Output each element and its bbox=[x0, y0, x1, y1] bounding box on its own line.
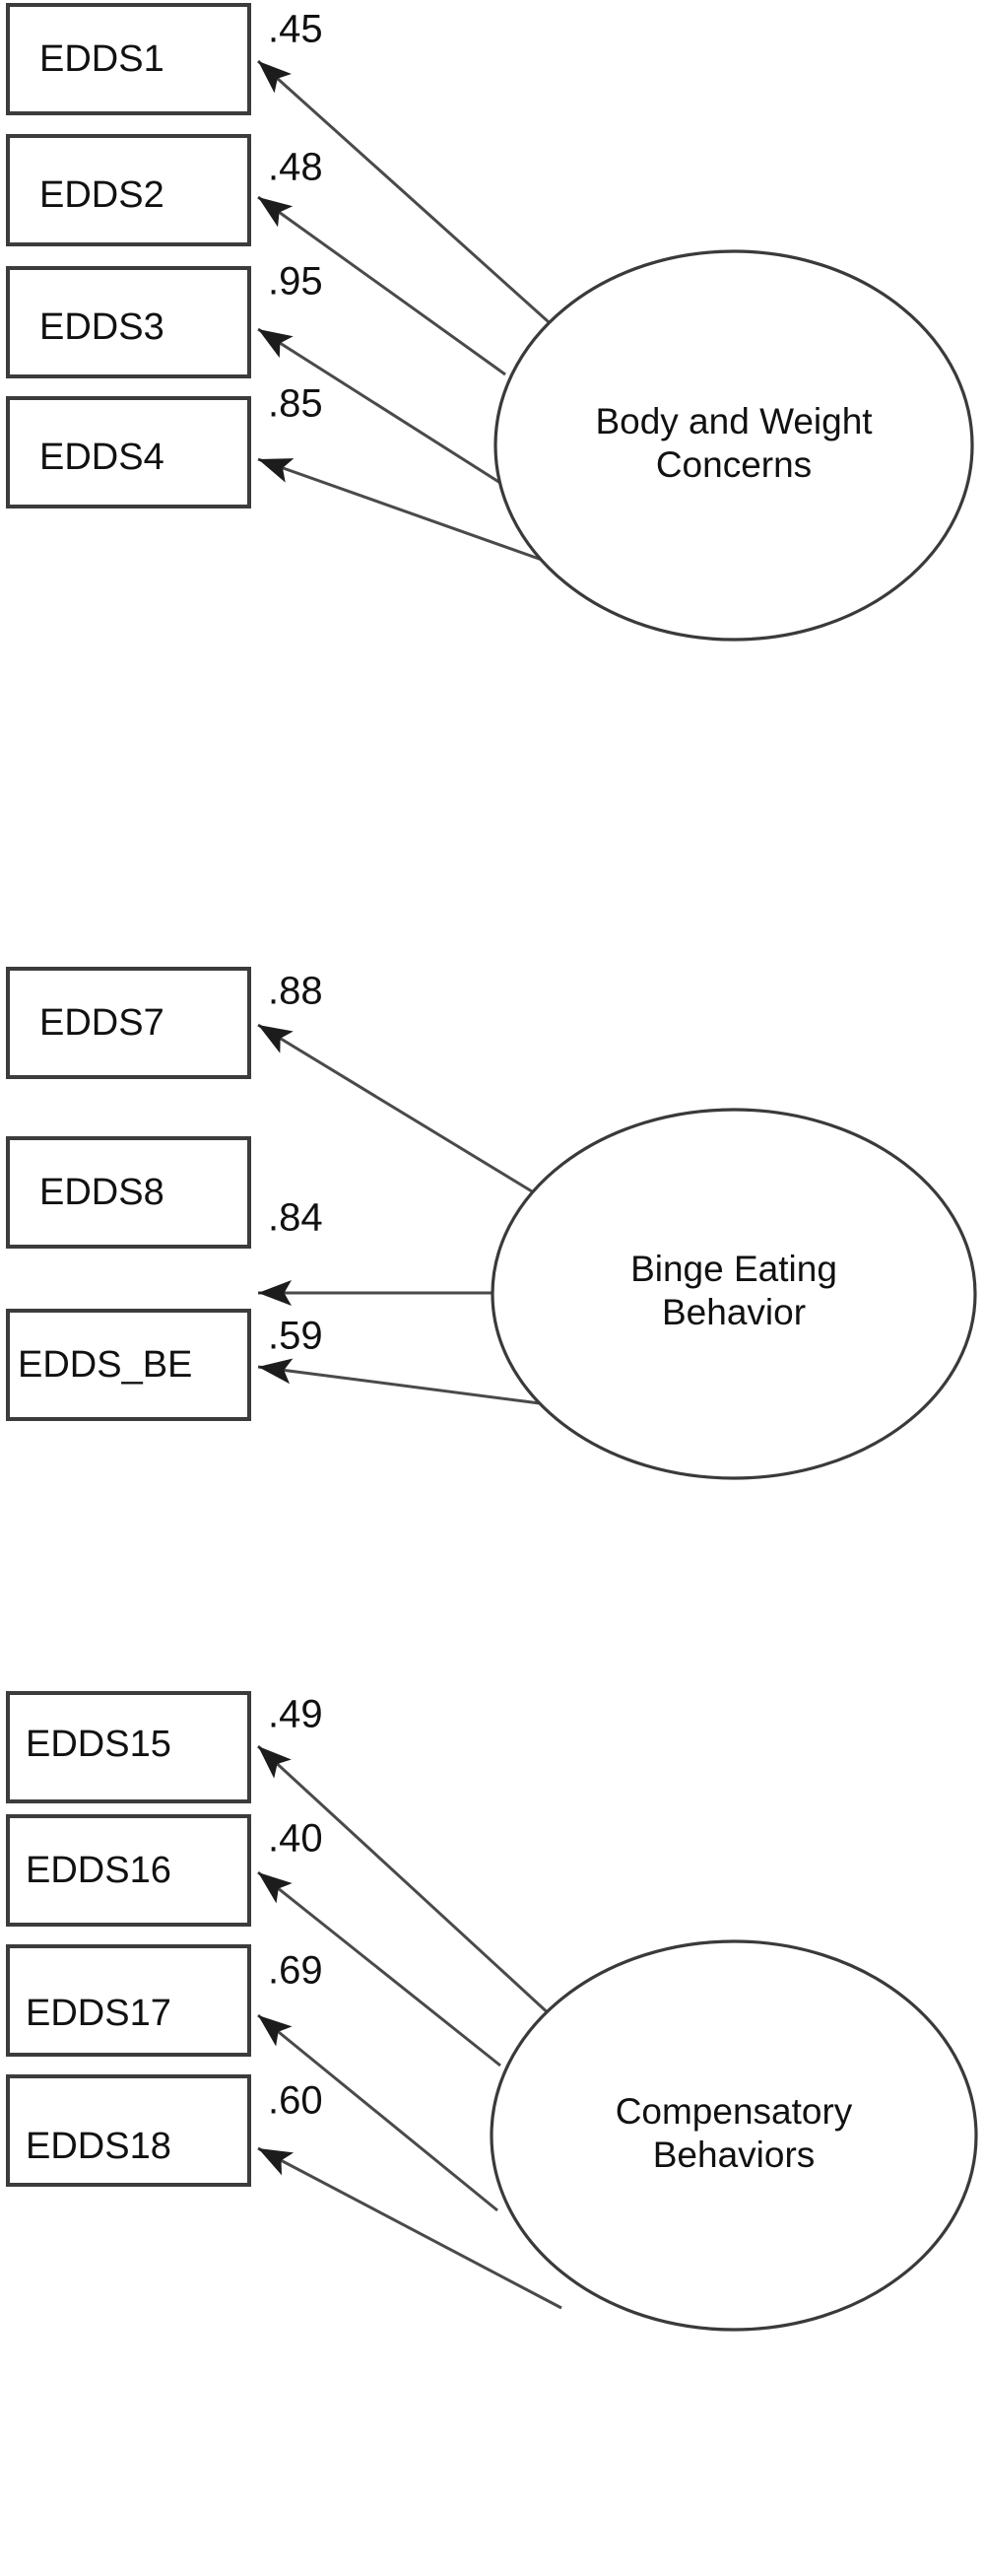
loading-label-EDDS18: .60 bbox=[268, 2079, 323, 2123]
path-line bbox=[257, 327, 501, 485]
factor-label-line2: Behavior bbox=[662, 1292, 806, 1332]
arrow-head bbox=[258, 1025, 294, 1053]
edges-layer bbox=[256, 59, 562, 2310]
path-line bbox=[257, 1870, 501, 2068]
factor-label-line2: Concerns bbox=[656, 444, 812, 485]
path-line bbox=[257, 1365, 541, 1405]
path-line bbox=[256, 1744, 554, 2018]
path-arrow-f1-to-EDDS1 bbox=[256, 59, 558, 331]
loading-label-EDDS1: .45 bbox=[268, 8, 323, 51]
loading-label-EDDS3: .95 bbox=[268, 260, 323, 304]
path-arrow-f3-to-EDDS15 bbox=[256, 1744, 554, 2018]
indicator-EDDS18[interactable]: EDDS18 bbox=[6, 2074, 251, 2187]
indicator-EDDS7[interactable]: EDDS7 bbox=[6, 967, 251, 1079]
arrow-head bbox=[258, 2015, 293, 2047]
path-line bbox=[257, 1023, 538, 1196]
indicator-EDDS16[interactable]: EDDS16 bbox=[6, 1814, 251, 1927]
indicator-box-rect bbox=[6, 3, 251, 115]
arrow-head bbox=[258, 61, 292, 94]
arrow-head bbox=[258, 1872, 293, 1904]
factor-label-line2: Behaviors bbox=[653, 2135, 816, 2175]
indicator-box-rect bbox=[6, 1814, 251, 1927]
indicator-EDDS3[interactable]: EDDS3 bbox=[6, 266, 251, 378]
indicator-box-rect bbox=[6, 134, 251, 246]
indicator-label: EDDS18 bbox=[26, 2126, 171, 2167]
indicator-EDDS2[interactable]: EDDS2 bbox=[6, 134, 251, 246]
factor-label-line1: Binge Eating bbox=[630, 1249, 837, 1289]
indicator-label: EDDS15 bbox=[26, 1724, 171, 1765]
indicator-label: EDDS1 bbox=[39, 38, 164, 80]
indicator-box-rect bbox=[6, 2074, 251, 2187]
path-arrow-f1-to-EDDS3 bbox=[257, 327, 501, 485]
indicator-EDDS1[interactable]: EDDS1 bbox=[6, 3, 251, 115]
indicator-label: EDDS_BE bbox=[18, 1344, 192, 1386]
loading-label-EDDS15: .49 bbox=[268, 1693, 323, 1736]
indicator-EDDS8[interactable]: EDDS8 bbox=[6, 1136, 251, 1249]
indicator-label: EDDS17 bbox=[26, 1993, 171, 2034]
indicator-label: EDDS3 bbox=[39, 306, 164, 348]
indicator-box-rect bbox=[6, 1136, 251, 1249]
indicator-box-rect bbox=[6, 1691, 251, 1803]
path-arrow-f2-to-EDDS8 bbox=[258, 1280, 492, 1306]
path-arrow-f3-to-EDDS16 bbox=[257, 1870, 501, 2068]
path-line bbox=[256, 59, 558, 331]
path-line bbox=[257, 457, 543, 562]
arrow-head bbox=[258, 1280, 292, 1306]
factor-label-line1: Compensatory bbox=[616, 2091, 853, 2132]
loading-label-EDDS8: .84 bbox=[268, 1196, 323, 1240]
loading-label-EDDS4: .85 bbox=[268, 382, 323, 426]
arrow-head bbox=[258, 2148, 295, 2176]
arrow-head bbox=[258, 1358, 294, 1385]
factor-label-line1: Body and Weight bbox=[595, 401, 873, 441]
path-arrow-f1-to-EDDS4 bbox=[257, 457, 543, 562]
path-arrow-f2-to-EDDS7 bbox=[257, 1023, 538, 1196]
path-arrow-f1-to-EDDS2 bbox=[257, 195, 506, 376]
indicator-EDDS4[interactable]: EDDS4 bbox=[6, 396, 251, 508]
loading-label-EDDS_BE: .59 bbox=[268, 1315, 323, 1358]
loading-label-EDDS17: .69 bbox=[268, 1949, 323, 1993]
arrow-head bbox=[258, 197, 294, 228]
indicator-label: EDDS2 bbox=[39, 174, 164, 216]
path-arrow-f3-to-EDDS17 bbox=[257, 2013, 498, 2212]
path-arrow-f2-to-EDDS_BE bbox=[257, 1358, 541, 1405]
indicator-label: EDDS7 bbox=[39, 1002, 164, 1044]
indicator-box-rect bbox=[6, 967, 251, 1079]
indicator-EDDS17[interactable]: EDDS17 bbox=[6, 1944, 251, 2057]
path-arrow-f3-to-EDDS18 bbox=[257, 2146, 562, 2310]
loading-label-EDDS16: .40 bbox=[268, 1817, 323, 1861]
indicator-box-rect bbox=[6, 266, 251, 378]
indicator-box-rect bbox=[6, 1309, 251, 1421]
factor-ellipse-shape bbox=[490, 1939, 978, 2332]
arrow-head bbox=[258, 1746, 292, 1779]
path-line bbox=[257, 2013, 498, 2212]
indicator-label: EDDS16 bbox=[26, 1850, 171, 1891]
factor-ellipse-shape bbox=[493, 249, 974, 642]
indicator-label: EDDS4 bbox=[39, 437, 164, 478]
loading-labels-layer: .45 .48 .95 .85 .88 .84 .59 .49 .40 .69 .60 bbox=[268, 8, 323, 2123]
indicator-box-rect bbox=[6, 396, 251, 508]
arrow-head bbox=[258, 458, 295, 483]
indicator-label: EDDS8 bbox=[39, 1172, 164, 1213]
loading-label-EDDS2: .48 bbox=[268, 146, 323, 189]
indicator-box-rect bbox=[6, 1944, 251, 2057]
indicator-EDDS15[interactable]: EDDS15 bbox=[6, 1691, 251, 1803]
factor-ellipse-shape bbox=[491, 1108, 977, 1480]
arrow-head bbox=[258, 329, 294, 359]
indicator-EDDS_BE[interactable]: EDDS_BE bbox=[6, 1309, 251, 1421]
loading-label-EDDS7: .88 bbox=[268, 970, 323, 1013]
path-line bbox=[257, 2146, 562, 2310]
path-line bbox=[257, 195, 506, 376]
